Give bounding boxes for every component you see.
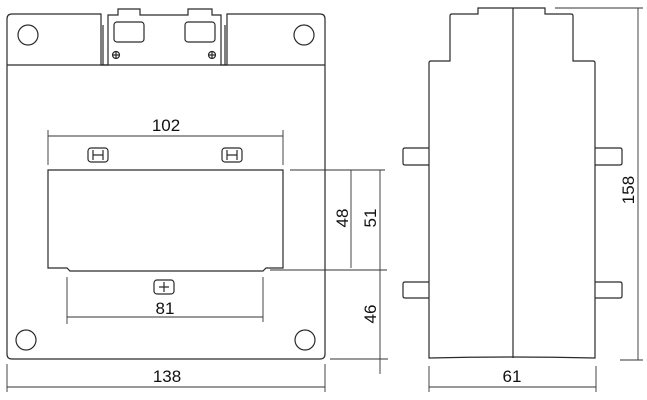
dim-line-158 (555, 7, 643, 361)
mount-hole (294, 329, 316, 351)
dim-label-51: 51 (361, 209, 380, 228)
dim-label-102: 102 (152, 116, 180, 135)
dim-label-48: 48 (333, 209, 352, 228)
clip-icon (153, 279, 175, 295)
clip-icon (87, 147, 109, 163)
dim-line-61 (428, 366, 597, 392)
front-outline (6, 8, 326, 360)
clip-icon (221, 147, 243, 163)
front-view: 102 81 138 48 51 46 (6, 8, 388, 392)
dim-label-61: 61 (503, 367, 522, 386)
dim-label-138: 138 (153, 367, 181, 386)
pin (595, 147, 623, 166)
mount-hole (15, 329, 37, 351)
dim-lines-vertical (270, 169, 388, 374)
mount-hole (293, 24, 315, 46)
pin (402, 147, 429, 166)
screw-icon (207, 50, 217, 60)
dim-label-158: 158 (619, 176, 638, 204)
dim-line-102 (47, 130, 284, 165)
mount-hole (17, 24, 39, 46)
terminal (184, 21, 216, 43)
side-outline (428, 7, 596, 359)
dim-label-46: 46 (361, 305, 380, 324)
dim-line-138 (6, 364, 326, 392)
terminal (113, 21, 145, 43)
dim-label-81: 81 (156, 299, 175, 318)
screw-icon (111, 50, 121, 60)
pin (402, 281, 429, 299)
dim-line-81 (66, 277, 264, 324)
pin (595, 281, 623, 299)
side-view: 158 61 (402, 7, 643, 392)
window-opening (47, 169, 284, 272)
